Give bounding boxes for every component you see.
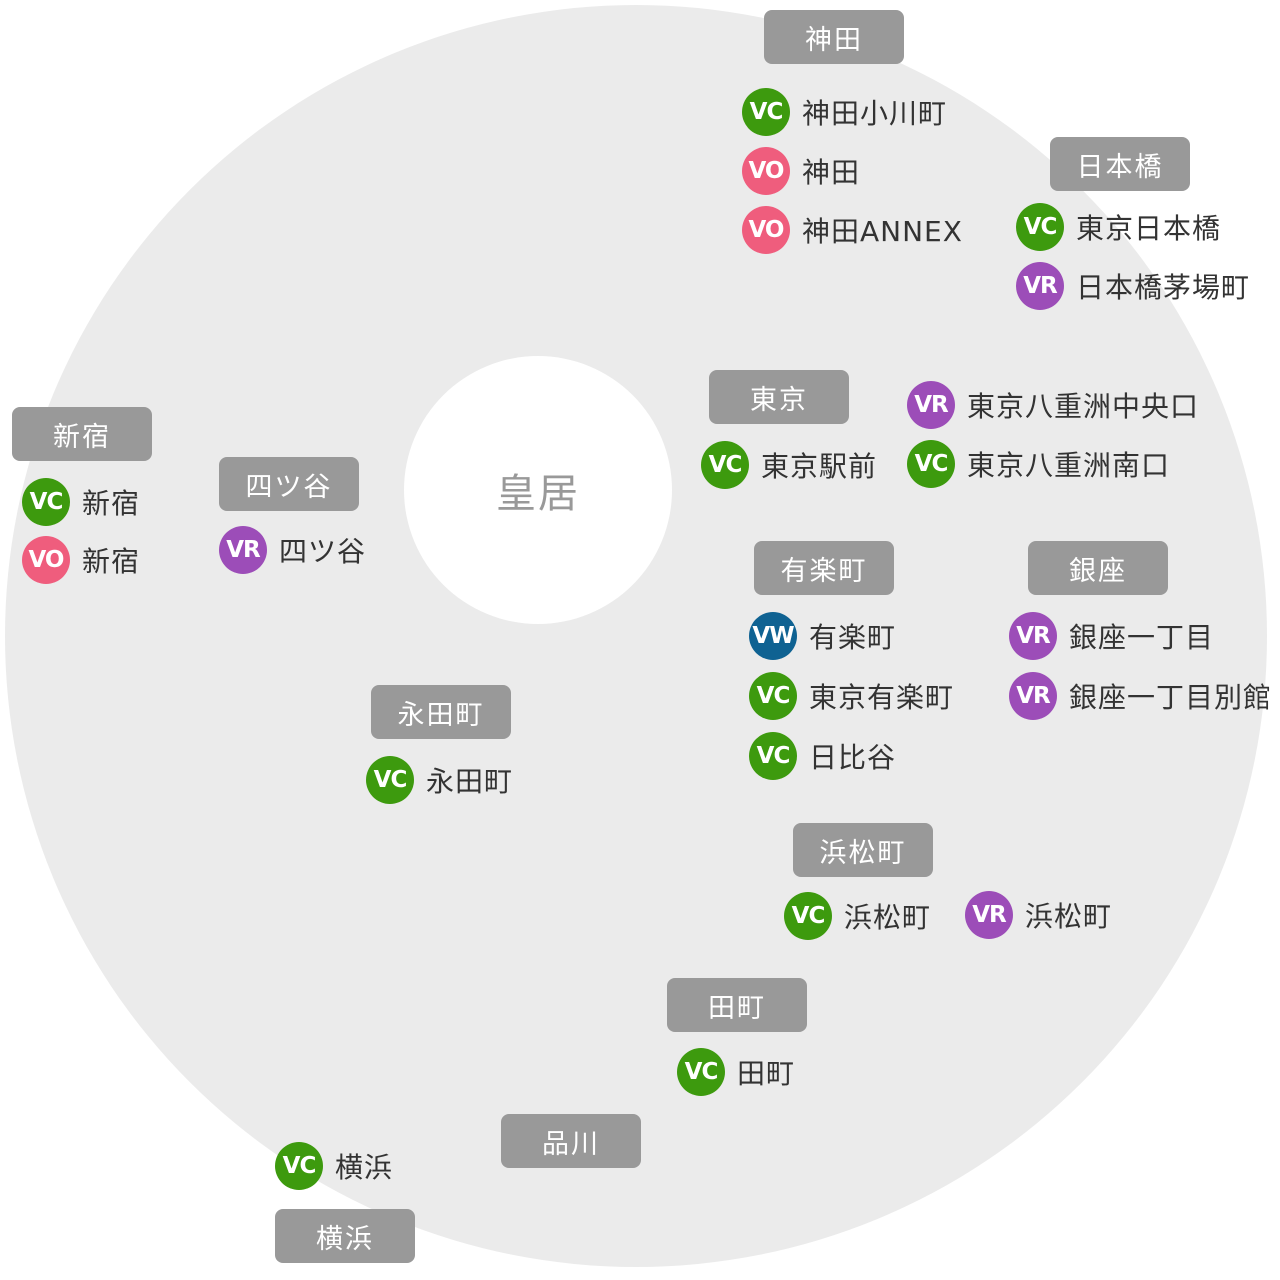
office-yotsuya-vr: VR 四ツ谷 [219, 526, 366, 574]
office-name: 永田町 [426, 765, 514, 798]
area-tag-tamachi: 田町 [667, 978, 807, 1032]
area-tag-kanda: 神田 [764, 10, 904, 64]
brand-badge-vc: VC [22, 478, 70, 526]
office-hibiya: VC 日比谷 [749, 732, 896, 780]
office-yurakucho-vw: VW 有楽町 [749, 612, 896, 660]
brand-badge-vo: VO [22, 536, 70, 584]
brand-badge-vr: VR [1009, 612, 1057, 660]
area-tag-tokyo: 東京 [709, 370, 849, 424]
brand-badge-vr: VR [965, 891, 1013, 939]
office-kanda-vo: VO 神田 [742, 147, 860, 195]
office-hamamatsucho-vr: VR 浜松町 [965, 891, 1112, 939]
office-name: 東京日本橋 [1076, 212, 1222, 245]
area-tag-hamamatsucho: 浜松町 [793, 823, 933, 877]
area-tag-yotsuya: 四ツ谷 [219, 457, 359, 511]
office-name: 東京八重洲中央口 [967, 390, 1200, 423]
office-kanda-ogawamachi: VC 神田小川町 [742, 88, 947, 136]
office-name: 銀座一丁目別館 [1069, 681, 1273, 714]
brand-badge-vr: VR [219, 526, 267, 574]
office-name: 新宿 [82, 487, 141, 520]
office-name: 東京駅前 [761, 450, 878, 483]
area-tag-yokohama: 横浜 [275, 1209, 415, 1263]
office-hamamatsucho-vc: VC 浜松町 [784, 892, 931, 940]
office-tokyo-yurakucho: VC 東京有楽町 [749, 672, 954, 720]
office-name: 新宿 [82, 545, 141, 578]
brand-badge-vc: VC [366, 756, 414, 804]
office-tokyo-ekimae: VC 東京駅前 [701, 441, 877, 489]
brand-badge-vc: VC [701, 441, 749, 489]
brand-badge-vc: VC [784, 892, 832, 940]
office-name: 横浜 [335, 1151, 394, 1184]
area-tag-yurakucho: 有楽町 [754, 541, 894, 595]
office-nihonbashi-kayabacho: VR 日本橋茅場町 [1016, 262, 1250, 310]
office-name: 田町 [737, 1057, 796, 1090]
area-tag-nagatacho: 永田町 [371, 685, 511, 739]
brand-badge-vc: VC [749, 672, 797, 720]
office-tamachi-vc: VC 田町 [677, 1048, 795, 1096]
brand-badge-vr: VR [907, 381, 955, 429]
office-name: 東京八重洲南口 [967, 449, 1171, 482]
brand-badge-vc: VC [677, 1048, 725, 1096]
brand-badge-vc: VC [749, 732, 797, 780]
office-name: 四ツ谷 [279, 535, 367, 568]
office-shinjuku-vc: VC 新宿 [22, 478, 140, 526]
office-ginza-1chome: VR 銀座一丁目 [1009, 612, 1214, 660]
office-yaesu-chuo: VR 東京八重洲中央口 [907, 381, 1199, 429]
brand-badge-vo: VO [742, 147, 790, 195]
brand-badge-vc: VC [275, 1142, 323, 1190]
office-tokyo-nihonbashi: VC 東京日本橋 [1016, 203, 1221, 251]
imperial-palace-circle: 皇居 [404, 356, 672, 624]
area-tag-shinjuku: 新宿 [12, 407, 152, 461]
brand-badge-vr: VR [1016, 262, 1064, 310]
area-tag-shinagawa: 品川 [501, 1114, 641, 1168]
brand-badge-vw: VW [749, 612, 797, 660]
area-tag-ginza: 銀座 [1028, 541, 1168, 595]
office-name: 有楽町 [809, 621, 897, 654]
center-label: 皇居 [496, 471, 580, 517]
office-shinjuku-vo: VO 新宿 [22, 536, 140, 584]
brand-badge-vc: VC [907, 440, 955, 488]
office-name: 神田小川町 [802, 97, 948, 130]
office-name: 東京有楽町 [809, 681, 955, 714]
office-name: 神田 [802, 156, 861, 189]
office-name: 日比谷 [809, 741, 897, 774]
office-yokohama-vc: VC 横浜 [275, 1142, 393, 1190]
office-nagatacho-vc: VC 永田町 [366, 756, 513, 804]
area-tag-nihonbashi: 日本橋 [1050, 137, 1190, 191]
office-kanda-annex: VO 神田ANNEX [742, 206, 963, 254]
brand-badge-vo: VO [742, 206, 790, 254]
office-name: 浜松町 [1025, 900, 1113, 933]
office-ginza-1chome-annex: VR 銀座一丁目別館 [1009, 672, 1272, 720]
office-name: 日本橋茅場町 [1076, 271, 1251, 304]
brand-badge-vc: VC [742, 88, 790, 136]
office-name: 神田ANNEX [802, 215, 963, 248]
brand-badge-vc: VC [1016, 203, 1064, 251]
office-name: 浜松町 [844, 901, 932, 934]
office-name: 銀座一丁目 [1069, 621, 1215, 654]
brand-badge-vr: VR [1009, 672, 1057, 720]
office-yaesu-minami: VC 東京八重洲南口 [907, 440, 1170, 488]
